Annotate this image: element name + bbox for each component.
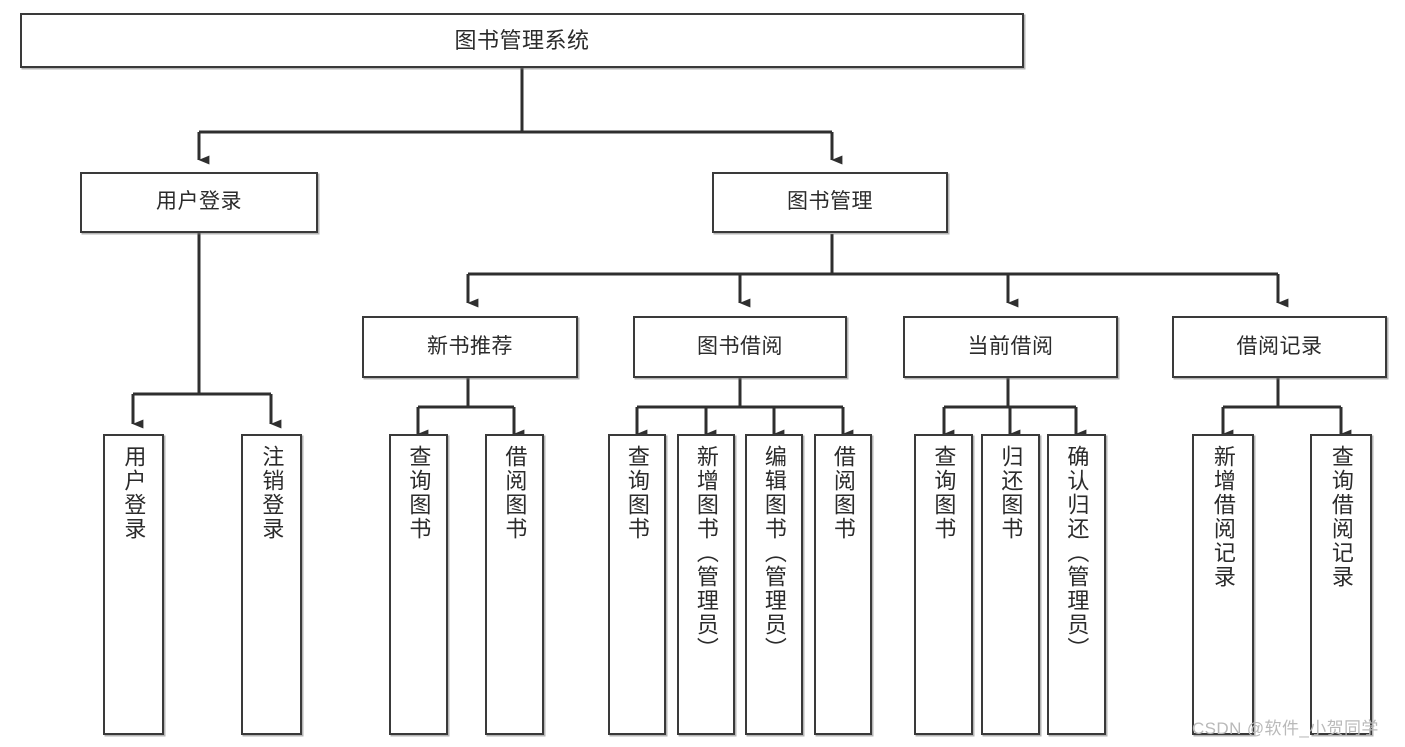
node-leaf-user-login[interactable]: 用户登录	[103, 434, 164, 735]
node-current-borrow-label: 当前借阅	[967, 334, 1054, 358]
node-leaf-logout-login-label: 注销登录	[259, 445, 285, 541]
node-user-login[interactable]: 用户登录	[80, 172, 318, 233]
node-leaf-query-book-1[interactable]: 查询图书	[389, 434, 448, 735]
node-book-manage-label: 图书管理	[787, 190, 873, 214]
node-leaf-query-book-3[interactable]: 查询图书	[914, 434, 973, 735]
node-leaf-borrow-book-2[interactable]: 借阅图书	[814, 434, 872, 735]
node-current-borrow[interactable]: 当前借阅	[903, 316, 1118, 378]
node-leaf-borrow-book-2-label: 借阅图书	[830, 445, 856, 541]
node-leaf-query-record-label: 查询借阅记录	[1328, 445, 1354, 589]
node-leaf-query-book-3-label: 查询图书	[931, 445, 957, 541]
node-leaf-query-record[interactable]: 查询借阅记录	[1310, 434, 1372, 735]
node-leaf-confirm-return[interactable]: 确认归还（管理员）	[1047, 434, 1106, 735]
node-leaf-edit-book[interactable]: 编辑图书（管理员）	[745, 434, 803, 735]
node-leaf-query-book-1-label: 查询图书	[406, 445, 432, 541]
node-book-manage[interactable]: 图书管理	[712, 172, 948, 233]
node-borrow-record-label: 借阅记录	[1236, 334, 1323, 358]
node-user-login-label: 用户登录	[156, 190, 242, 214]
node-leaf-query-book-2-label: 查询图书	[624, 445, 650, 541]
node-book-borrow[interactable]: 图书借阅	[633, 316, 847, 378]
node-leaf-add-book[interactable]: 新增图书（管理员）	[677, 434, 735, 735]
node-new-book-recommend[interactable]: 新书推荐	[362, 316, 578, 378]
node-root[interactable]: 图书管理系统	[20, 13, 1024, 68]
node-leaf-confirm-return-label: 确认归还（管理员）	[1064, 445, 1090, 661]
node-leaf-logout-login[interactable]: 注销登录	[241, 434, 302, 735]
node-book-borrow-label: 图书借阅	[697, 334, 783, 358]
node-leaf-add-book-label: 新增图书（管理员）	[693, 445, 719, 661]
node-leaf-borrow-book-1[interactable]: 借阅图书	[485, 434, 544, 735]
node-borrow-record[interactable]: 借阅记录	[1172, 316, 1387, 378]
node-leaf-query-book-2[interactable]: 查询图书	[608, 434, 666, 735]
node-leaf-borrow-book-1-label: 借阅图书	[502, 445, 528, 541]
node-new-book-recommend-label: 新书推荐	[427, 334, 513, 358]
node-leaf-return-book-label: 归还图书	[998, 445, 1024, 541]
csdn-watermark: CSDN @软件_小贺同学	[1192, 719, 1379, 738]
node-leaf-return-book[interactable]: 归还图书	[981, 434, 1040, 735]
node-leaf-add-record-label: 新增借阅记录	[1210, 445, 1236, 589]
node-leaf-edit-book-label: 编辑图书（管理员）	[761, 445, 787, 661]
node-root-label: 图书管理系统	[454, 27, 590, 53]
node-leaf-add-record[interactable]: 新增借阅记录	[1192, 434, 1254, 735]
node-leaf-user-login-label: 用户登录	[121, 445, 147, 541]
